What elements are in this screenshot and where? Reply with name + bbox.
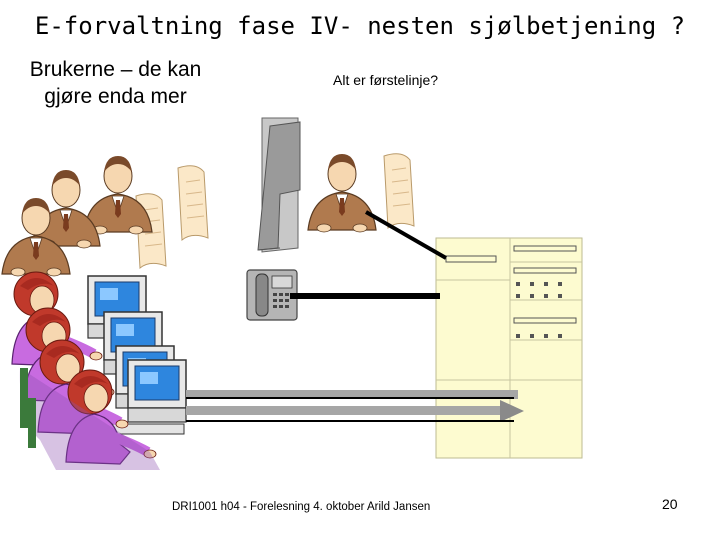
slide-footer: DRI1001 h04 - Forelesning 4. oktober Ari… xyxy=(172,501,431,513)
computer-to-cabinet-arrows xyxy=(186,390,524,422)
reception-clerk-clipart xyxy=(307,153,415,233)
slide-title: E-forvaltning fase IV- nesten sjølbetjen… xyxy=(34,12,686,40)
page-number: 20 xyxy=(662,496,678,512)
subtitle-front-line: Alt er førstelinje? xyxy=(333,72,439,88)
door-clipart xyxy=(257,117,301,253)
subtitle-users: Brukerne – de kan gjøre enda mer xyxy=(29,58,202,108)
telephone-icon xyxy=(246,269,298,321)
men-clerks-clipart xyxy=(1,155,209,277)
clerk-to-cabinet-line xyxy=(365,210,447,260)
women-computer-users-clipart xyxy=(12,272,187,470)
filing-cabinet-clipart xyxy=(435,237,583,459)
